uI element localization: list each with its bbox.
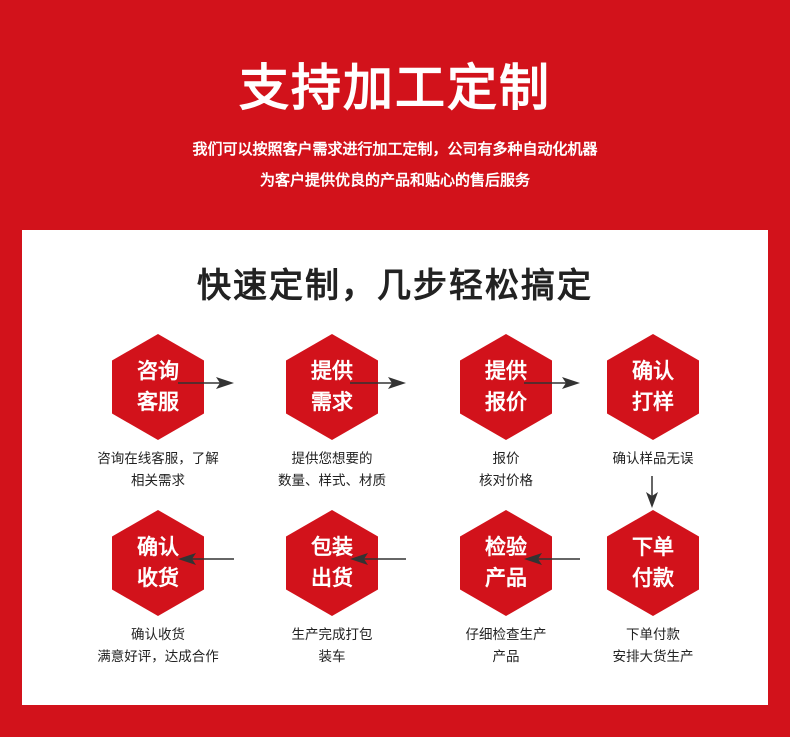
arrow-left-icon	[524, 553, 580, 565]
panel-title: 快速定制，几步轻松搞定	[197, 266, 593, 306]
hexagon-badge: 提供需求	[286, 334, 378, 440]
step-title-line1: 确认	[137, 535, 179, 559]
step-desc-line1: 报价	[492, 451, 520, 467]
step-desc-line2: 产品	[492, 649, 520, 665]
step-desc-line2: 装车	[318, 649, 346, 665]
subtitle-line-2: 为客户提供优良的产品和贴心的售后服务	[259, 171, 530, 189]
step-desc-line1: 下单付款	[626, 627, 680, 643]
hexagon-badge: 提供报价	[460, 334, 552, 440]
step-title-line2: 报价	[485, 390, 527, 414]
step-desc-line1: 仔细检查生产	[465, 627, 547, 643]
arrow-down-icon	[646, 476, 658, 508]
step-desc-line2: 满意好评，达成合作	[97, 649, 219, 665]
arrow-right-icon	[524, 377, 580, 389]
step-title-line1: 检验	[485, 535, 527, 559]
hexagon-badge: 下单付款	[607, 510, 699, 616]
step-title-line1: 下单	[632, 535, 674, 559]
process-panel: 快速定制，几步轻松搞定 咨询客服 咨询在线客服，了解相关需求 提供需求 提供您想…	[22, 230, 768, 705]
step-title-line2: 需求	[311, 390, 353, 414]
step-desc-line2: 相关需求	[131, 473, 185, 489]
hexagon-badge: 包装出货	[286, 510, 378, 616]
hexagon-badge: 检验产品	[460, 510, 552, 616]
step-title-line2: 出货	[311, 566, 353, 590]
step-desc-line1: 生产完成打包	[291, 627, 373, 643]
step-desc-line1: 确认样品无误	[612, 451, 694, 467]
hexagon-badge: 确认收货	[112, 510, 204, 616]
step-desc-line1: 提供您想要的	[291, 451, 373, 467]
step-title-line1: 咨询	[137, 359, 179, 383]
step-title-line2: 客服	[137, 390, 179, 414]
step-title-line1: 提供	[485, 359, 527, 383]
arrow-left-icon	[178, 553, 234, 565]
step-title-line2: 收货	[137, 566, 179, 590]
step-desc-line1: 咨询在线客服，了解	[97, 451, 219, 467]
arrow-right-icon	[178, 377, 234, 389]
subtitle-line-1: 我们可以按照客户需求进行加工定制，公司有多种自动化机器	[192, 140, 598, 158]
step-desc-line1: 确认收货	[131, 627, 185, 643]
step-title-line2: 付款	[632, 566, 674, 590]
step-desc-line2: 数量、样式、材质	[278, 473, 386, 489]
hexagon-badge: 确认打样	[607, 334, 699, 440]
page-title: 支持加工定制	[239, 59, 551, 117]
step-desc-line2: 核对价格	[479, 473, 533, 489]
step-title-line2: 打样	[632, 390, 674, 414]
arrow-right-icon	[350, 377, 406, 389]
step-title-line1: 确认	[632, 359, 674, 383]
step-title-line1: 提供	[311, 359, 353, 383]
arrow-left-icon	[350, 553, 406, 565]
step-desc-line2: 安排大货生产	[612, 649, 694, 665]
step-title-line1: 包装	[311, 535, 353, 559]
step-title-line2: 产品	[485, 566, 527, 590]
hexagon-badge: 咨询客服	[112, 334, 204, 440]
